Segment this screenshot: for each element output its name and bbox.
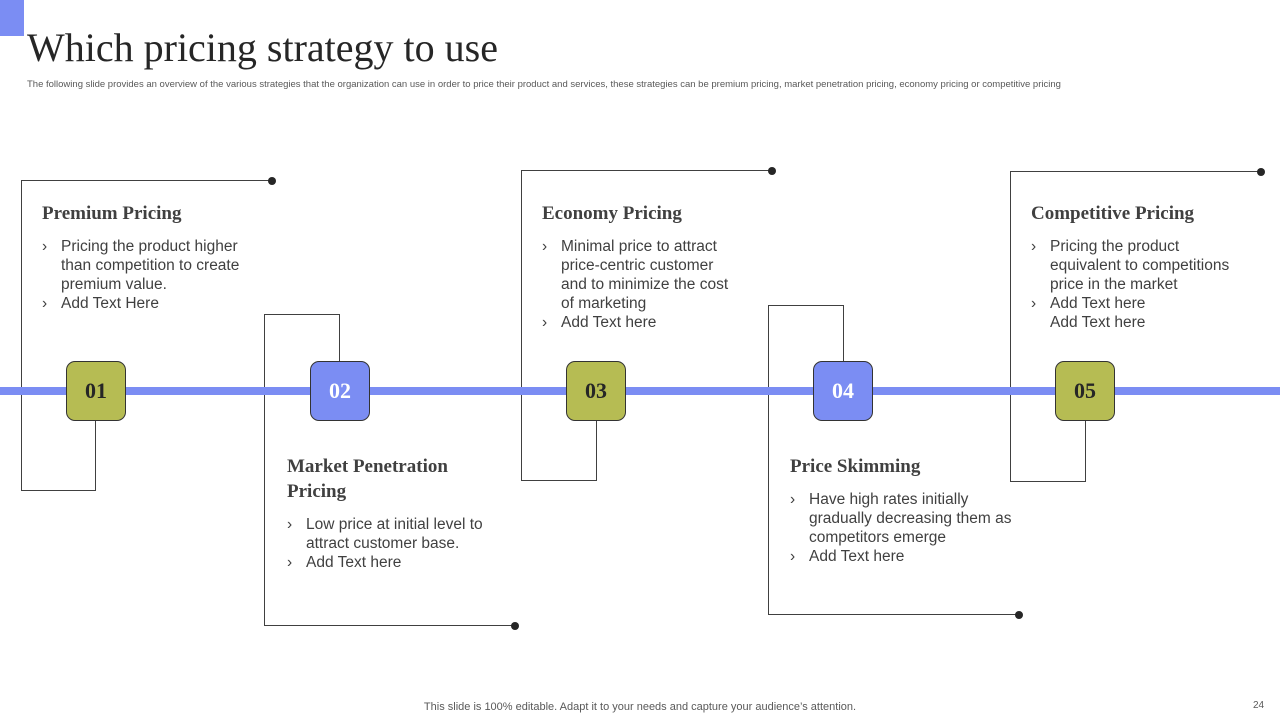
slide-footer: This slide is 100% editable. Adapt it to… <box>423 701 857 713</box>
step-05-number-badge: 05 <box>1055 361 1115 421</box>
step-05-bullet: Pricing the product equivalent to compet… <box>1031 237 1246 294</box>
step-05-left-line <box>1010 171 1011 482</box>
timeline-bar <box>0 387 1280 395</box>
step-02-bullets: Low price at initial level to attract cu… <box>287 515 497 572</box>
step-04-left-line <box>768 305 769 615</box>
step-05-bullet: Add Text here <box>1050 314 1146 331</box>
step-01-number-badge: 01 <box>66 361 126 421</box>
step-02-connector <box>339 314 340 362</box>
corner-accent <box>0 0 24 36</box>
step-02-bullet: Add Text here <box>287 553 497 572</box>
step-02-left-line <box>264 314 265 626</box>
step-01-bullets: Pricing the product higher than competit… <box>42 237 247 313</box>
step-05-bullets: Pricing the product equivalent to compet… <box>1031 237 1246 332</box>
step-02-bullet: Low price at initial level to attract cu… <box>287 515 497 553</box>
step-01-left-line <box>21 180 22 491</box>
step-04-end-dot <box>1015 611 1023 619</box>
step-03-end-dot <box>768 167 776 175</box>
step-01-end-dot <box>268 177 276 185</box>
step-02-end-dot <box>511 622 519 630</box>
step-03-bottom-line <box>521 480 597 481</box>
step-04-number-badge: 04 <box>813 361 873 421</box>
step-04-bottom-line <box>768 614 1019 615</box>
step-02-top-line <box>264 314 340 315</box>
slide-title: Which pricing strategy to use <box>27 25 498 70</box>
step-01-bullet: Pricing the product higher than competit… <box>42 237 247 294</box>
step-05-end-dot <box>1257 168 1265 176</box>
step-05-connector <box>1085 420 1086 482</box>
step-01-top-line <box>21 180 272 181</box>
step-05-bottom-line <box>1010 481 1086 482</box>
step-04-top-line <box>768 305 844 306</box>
step-04-bullet: Have high rates initially gradually decr… <box>790 490 1025 547</box>
step-01-bullet: Add Text Here <box>42 294 247 313</box>
step-03-left-line <box>521 170 522 481</box>
step-05-title: Competitive Pricing <box>1031 203 1195 224</box>
step-05-top-line <box>1010 171 1261 172</box>
step-05-bullet: Add Text here <box>1031 294 1246 313</box>
step-03-top-line <box>521 170 772 171</box>
step-02-bottom-line <box>264 625 515 626</box>
step-03-bullet: Minimal price to attract price-centric c… <box>542 237 732 313</box>
step-03-connector <box>596 420 597 481</box>
step-04-bullet: Add Text here <box>790 547 1025 566</box>
step-01-title: Premium Pricing <box>42 203 182 224</box>
step-04-bullets: Have high rates initially gradually decr… <box>790 490 1025 566</box>
step-03-number-badge: 03 <box>566 361 626 421</box>
step-01-connector <box>95 420 96 491</box>
step-02-title: Market Penetration Pricing <box>287 456 448 502</box>
step-03-bullet: Add Text here <box>542 313 732 332</box>
step-03-title: Economy Pricing <box>542 203 682 224</box>
page-number: 24 <box>1253 700 1265 711</box>
step-03-bullets: Minimal price to attract price-centric c… <box>542 237 732 332</box>
step-02-number-badge: 02 <box>310 361 370 421</box>
step-01-bottom-line <box>21 490 96 491</box>
slide-subtitle: The following slide provides an overview… <box>27 79 1061 90</box>
step-04-title: Price Skimming <box>790 456 921 477</box>
step-04-connector <box>843 305 844 362</box>
